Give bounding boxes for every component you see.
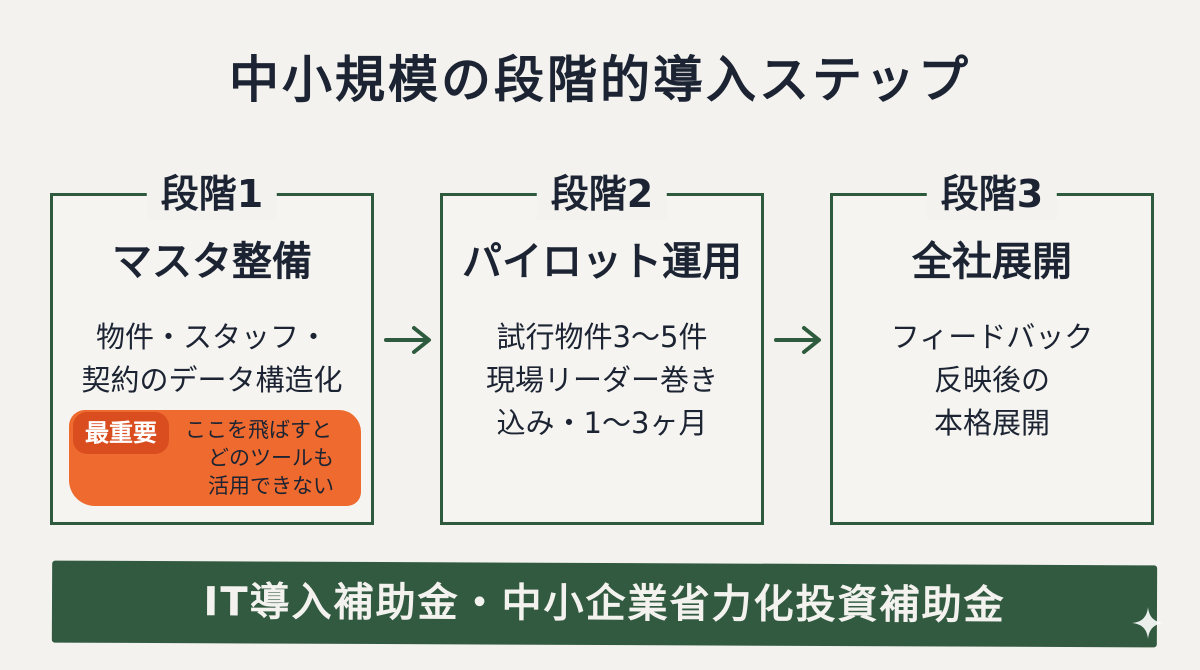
step-3-box: 段階3 全社展開 フィードバック 反映後の 本格展開 [830,168,1154,525]
callout-line-1: ここを飛ばすと [185,418,332,442]
subsidy-banner-text: IT導入補助金・中小企業省力化投資補助金 [203,579,1006,629]
step-2-box: 段階2 パイロット運用 試行物件3〜5件 現場リーダー巻き 込み・1〜3ヶ月 [440,168,764,525]
step-1-heading: マスタ整備 [112,239,312,285]
subsidy-banner: IT導入補助金・中小企業省力化投資補助金 [51,560,1158,648]
callout-line-2: どのツールも [208,446,334,470]
priority-callout: 最重要 ここを飛ばすと どのツールも 活用できない [69,410,361,506]
right-arrow-icon [774,326,821,354]
sparkle-icon [1132,607,1164,639]
step-2-line-1: 試行物件3〜5件 [496,320,708,354]
step-3-line-2: 反映後の [933,363,1050,397]
right-arrow-icon [384,326,431,354]
page-title: 中小規模の段階的導入ステップ [229,51,971,109]
step-1-label: 段階1 [146,168,278,220]
step-3-heading: 全社展開 [912,239,1072,285]
step-2-line-3: 込み・1〜3ヶ月 [496,406,708,440]
priority-badge: 最重要 [73,412,169,454]
step-3-description: フィードバック 反映後の 本格展開 [833,316,1151,445]
step-1-line-2: 契約のデータ構造化 [81,363,343,397]
priority-callout-text: ここを飛ばすと どのツールも 活用できない [181,416,361,500]
step-2-heading: パイロット運用 [462,239,742,285]
step-3-line-3: 本格展開 [933,406,1050,440]
step-2-description: 試行物件3〜5件 現場リーダー巻き 込み・1〜3ヶ月 [443,316,761,445]
step-3-line-1: フィードバック [890,320,1094,354]
step-1-description: 物件・スタッフ・ 契約のデータ構造化 [53,316,371,402]
step-2-label: 段階2 [536,168,668,220]
step-1-box: 段階1 マスタ整備 物件・スタッフ・ 契約のデータ構造化 最重要 ここを飛ばすと… [50,168,374,525]
step-1-line-1: 物件・スタッフ・ [95,320,328,354]
callout-line-3: 活用できない [208,474,334,498]
step-2-line-2: 現場リーダー巻き [485,363,718,397]
step-3-label: 段階3 [926,168,1058,220]
